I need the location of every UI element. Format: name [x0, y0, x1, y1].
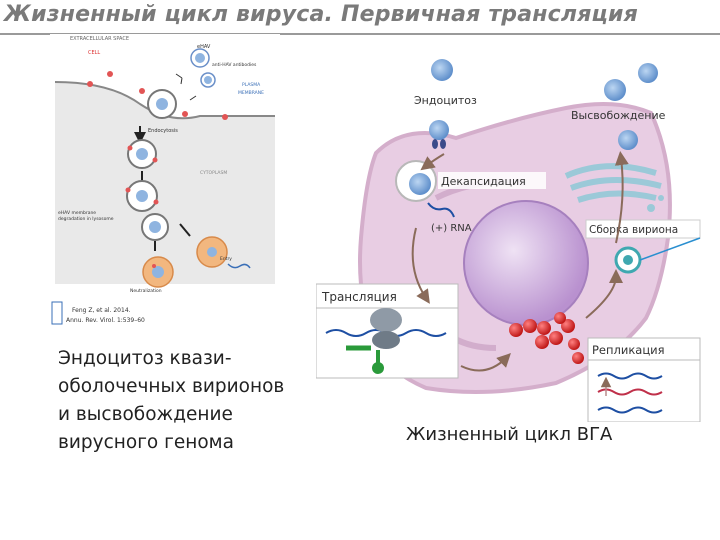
label-entry: Entry — [220, 256, 232, 262]
virion — [409, 173, 431, 195]
label-membrane: MEMBRANE — [238, 90, 264, 96]
ref-line-2: Annu. Rev. Virol. 1:539–60 — [66, 317, 145, 324]
label-release: Высвобождение — [571, 109, 666, 122]
label-endocytosis: Endocytosis — [148, 128, 178, 134]
label-rna: (+) RNA — [431, 223, 472, 234]
virion — [431, 59, 453, 81]
ribosome-large — [370, 308, 402, 332]
trna-icon — [372, 362, 384, 374]
label-anti-hav: anti-HAV antibodies — [212, 62, 257, 68]
virion-binding — [429, 120, 449, 140]
label-endocytosis: Эндоцитоз — [414, 94, 477, 107]
virion — [604, 79, 626, 101]
right-caption: Жизненный цикл ВГА — [406, 424, 612, 445]
slide-title: Жизненный цикл вируса. Первичная трансля… — [4, 2, 638, 27]
endocytosis-figure: EXTRACELLULAR SPACE CELL eHAV anti-HAV a… — [50, 34, 280, 334]
label-neutralization: Neutralization — [130, 288, 162, 294]
label-cell: CELL — [88, 50, 100, 56]
label-extracellular: EXTRACELLULAR SPACE — [70, 36, 129, 42]
label-degradation-2: degradation in lysosome — [58, 216, 114, 222]
label-assembly: Сборка вириона — [589, 224, 678, 236]
virion — [618, 130, 638, 150]
ref-line-1: Feng Z, et al. 2014. — [72, 307, 131, 314]
journal-logo — [52, 302, 62, 324]
virion — [638, 63, 658, 83]
label-cytoplasm: CYTOPLASM — [200, 170, 227, 176]
label-replication: Репликация — [592, 343, 665, 357]
label-translation: Трансляция — [321, 290, 397, 304]
label-decapsidation: Декапсидация — [441, 175, 526, 188]
title-bar: Жизненный цикл вируса. Первичная трансля… — [0, 0, 720, 34]
left-caption: Эндоцитоз квази- оболочечных вирионов и … — [58, 345, 308, 457]
nucleus — [464, 201, 588, 325]
label-plasma: PLASMA — [242, 82, 261, 88]
label-degradation-1: eHAV membrane — [58, 210, 96, 216]
capsid — [195, 53, 205, 63]
ribosome-small — [372, 331, 400, 349]
hav-life-cycle-figure: Эндоцитоз Высвобождение Декапсидация (+)… — [316, 48, 708, 422]
